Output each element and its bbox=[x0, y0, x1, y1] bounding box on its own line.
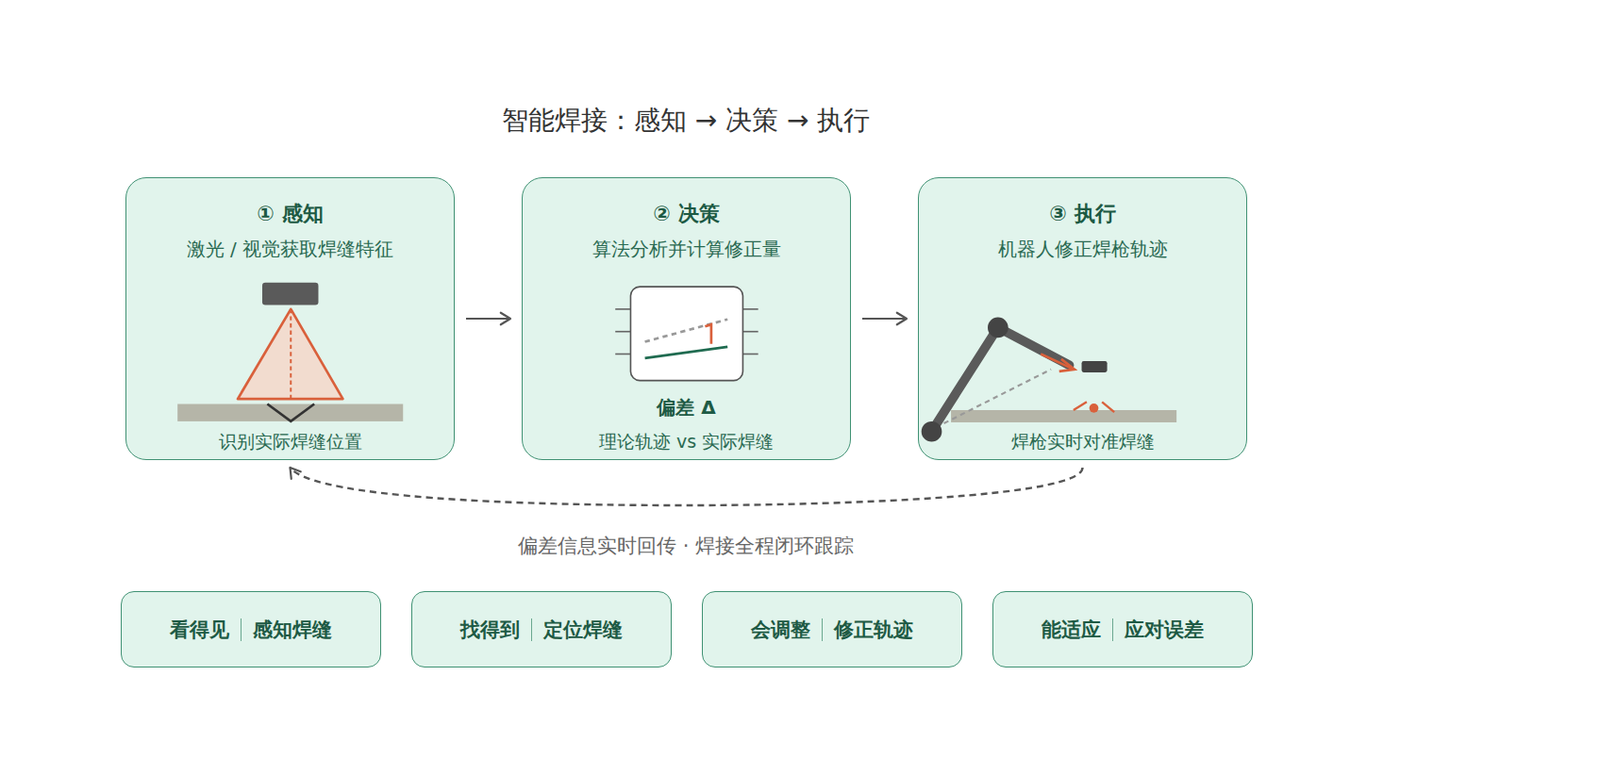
feature-pill: 看得见感知焊缝 bbox=[120, 591, 382, 668]
chip-pins bbox=[742, 308, 758, 311]
stage-heading: ① 感知 bbox=[126, 200, 454, 229]
feature-pill: 会调整修正轨迹 bbox=[701, 591, 963, 668]
weld-groove bbox=[266, 404, 315, 422]
robot-path bbox=[944, 369, 1052, 424]
chip-pins bbox=[615, 308, 631, 311]
connector bbox=[290, 467, 1084, 506]
stage-text: 机器人修正焊枪轨迹 bbox=[918, 236, 1247, 262]
chip-pins bbox=[615, 309, 758, 355]
pill-text: 修正轨迹 bbox=[833, 616, 914, 644]
stage-text: 偏差 Δ bbox=[522, 395, 850, 420]
robot-arm bbox=[932, 327, 999, 432]
pill-text: 应对误差 bbox=[1124, 616, 1204, 644]
pill-text: 找得到 bbox=[460, 616, 520, 644]
actual-seam bbox=[645, 347, 729, 359]
feedback-loop bbox=[290, 467, 1084, 506]
spark bbox=[1101, 401, 1115, 413]
correction-arrow bbox=[1040, 354, 1071, 369]
chip-pins bbox=[742, 331, 758, 334]
feature-pill: 找得到定位焊缝 bbox=[411, 591, 672, 668]
robot-arm bbox=[998, 327, 1070, 366]
stage-heading: ③ 执行 bbox=[918, 200, 1247, 229]
chip-pins bbox=[615, 353, 631, 356]
separator bbox=[240, 618, 242, 642]
laser-sensor bbox=[262, 283, 318, 306]
stage-text: 识别实际焊缝位置 bbox=[126, 430, 454, 454]
flow-arrow bbox=[862, 317, 907, 320]
robot-base bbox=[921, 421, 943, 443]
chip bbox=[630, 286, 743, 382]
workpiece bbox=[950, 410, 1177, 423]
separator bbox=[821, 618, 823, 642]
arrow-head bbox=[897, 313, 907, 326]
flow-arrow bbox=[466, 317, 511, 320]
diagram-title: 智能焊接：感知 → 决策 → 执行 bbox=[0, 102, 1372, 139]
arrow-head bbox=[290, 467, 301, 480]
pill-text: 看得见 bbox=[169, 616, 230, 644]
feature-pill: 能适应应对误差 bbox=[992, 591, 1253, 668]
stage-heading: ② 决策 bbox=[522, 200, 850, 229]
robot-joint bbox=[987, 317, 1009, 339]
stage-text: 理论轨迹 vs 实际焊缝 bbox=[522, 430, 850, 454]
stage-box: ③ 执行机器人修正焊枪轨迹焊枪实时对准焊缝 bbox=[917, 177, 1248, 461]
laser-beam bbox=[237, 309, 343, 400]
deviation-mark bbox=[704, 324, 711, 345]
chip-pins bbox=[615, 331, 631, 334]
theoretical-path bbox=[645, 319, 729, 343]
separator bbox=[531, 618, 533, 642]
pill-text: 感知焊缝 bbox=[252, 616, 333, 644]
loop-note: 偏差信息实时回传 · 焊接全程闭环跟踪 bbox=[0, 533, 1372, 560]
separator bbox=[1112, 618, 1114, 642]
connector bbox=[862, 313, 907, 326]
pill-text: 会调整 bbox=[750, 616, 811, 644]
chip-pins bbox=[742, 353, 758, 356]
workpiece bbox=[177, 404, 403, 422]
stage-box: ② 决策算法分析并计算修正量偏差 Δ 理论轨迹 vs 实际焊缝 bbox=[521, 177, 851, 461]
spark bbox=[1073, 401, 1087, 411]
pill-text: 能适应 bbox=[1041, 616, 1101, 644]
weld-point bbox=[1089, 403, 1100, 414]
stage-box: ① 感知激光 / 视觉获取焊缝特征识别实际焊缝位置 bbox=[125, 177, 455, 461]
correction-arrow bbox=[1059, 359, 1075, 372]
connector bbox=[466, 313, 511, 326]
stage-text: 算法分析并计算修正量 bbox=[522, 236, 850, 262]
pill-text: 定位焊缝 bbox=[543, 616, 623, 644]
laser-axis bbox=[289, 309, 292, 400]
stage-text: 激光 / 视觉获取焊缝特征 bbox=[126, 236, 454, 262]
welding-torch bbox=[1082, 361, 1108, 373]
arrow-head bbox=[500, 313, 511, 326]
stage-text: 焊枪实时对准焊缝 bbox=[918, 430, 1247, 454]
